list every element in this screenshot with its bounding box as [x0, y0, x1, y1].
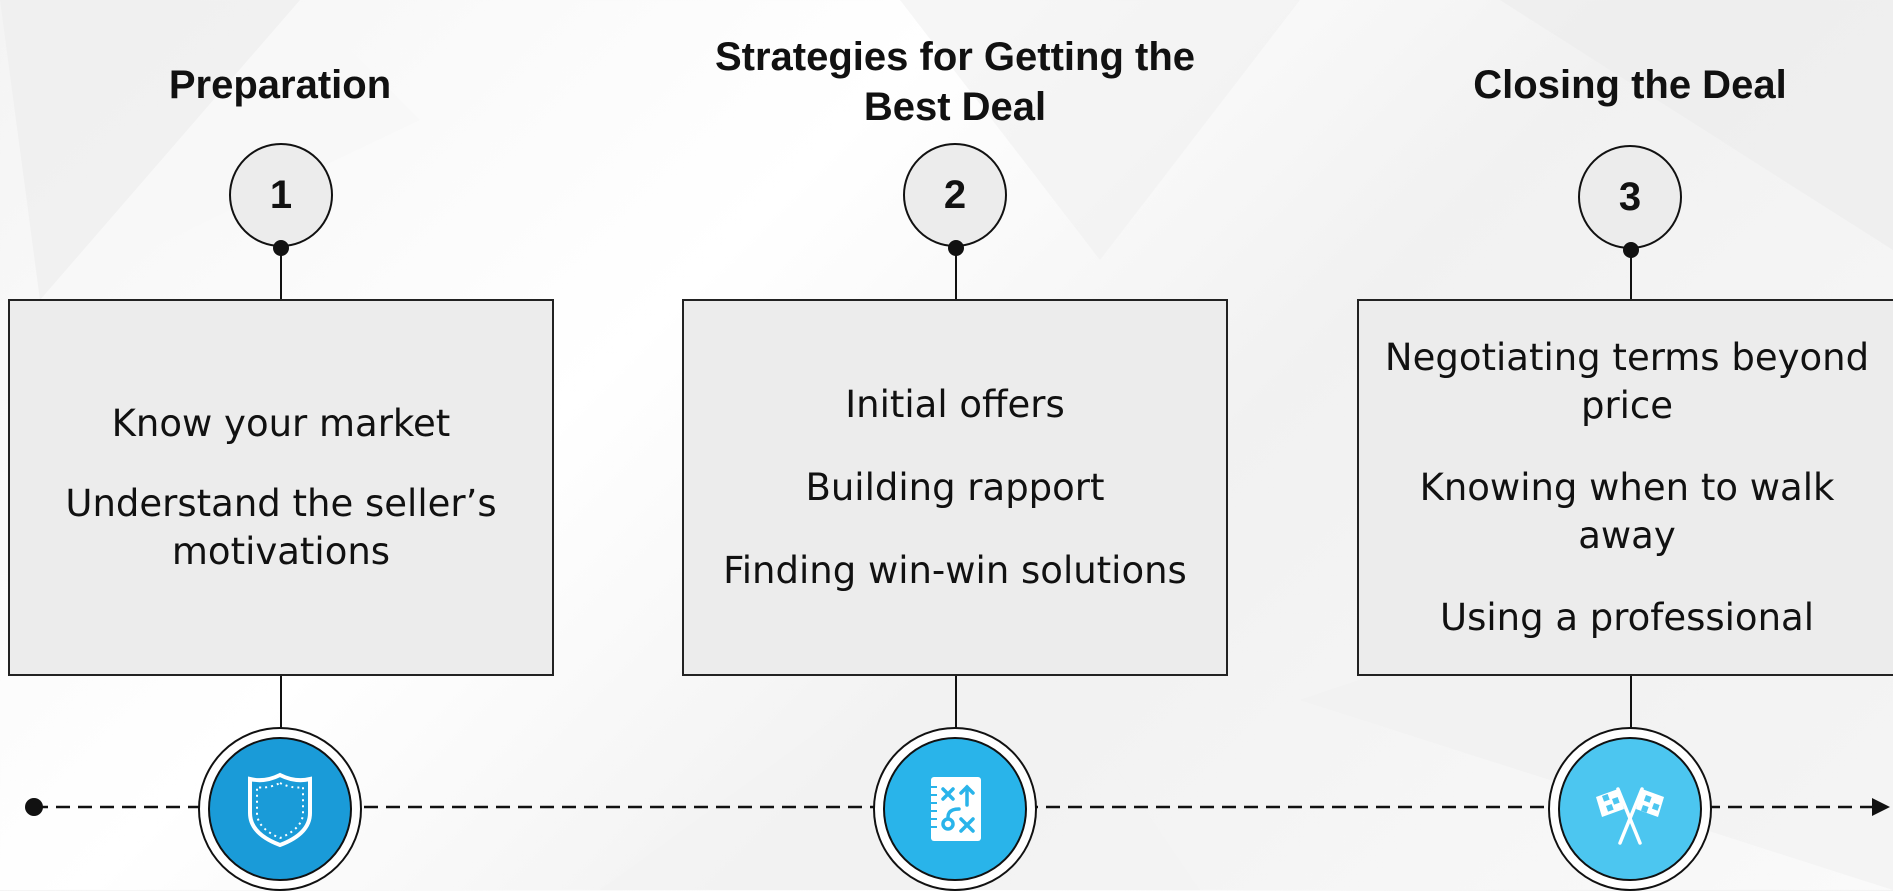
step-1-dot [273, 240, 289, 256]
step-3-dot [1623, 242, 1639, 258]
step-3-connector-top [1630, 248, 1632, 300]
checkered-flags-icon [1596, 787, 1664, 845]
step-2-number: 2 [903, 143, 1007, 247]
step-3-item: Negotiating terms beyond price [1384, 335, 1870, 427]
step-1-card: Know your market Understand the seller’s… [8, 299, 554, 676]
step-3-card: Negotiating terms beyond price Knowing w… [1357, 299, 1893, 676]
step-2-icon-badge [873, 727, 1037, 891]
strategy-board-icon [925, 777, 981, 841]
step-1-item: Know your market [111, 401, 451, 445]
step-2-dot [948, 240, 964, 256]
step-2-item: Building rapport [805, 465, 1105, 509]
step-1-icon-badge [198, 727, 362, 891]
step-2-icon-circle [883, 737, 1027, 881]
step-3-number: 3 [1578, 145, 1682, 249]
step-2-connector-top [955, 248, 957, 300]
step-3-icon-circle [1558, 737, 1702, 881]
step-1-item: Understand the seller’s motivations [65, 481, 497, 573]
step-1-heading: Preparation [168, 63, 392, 107]
step-2-heading: Strategies for Getting the Best Deal [714, 35, 1196, 129]
step-2-item: Finding win-win solutions [723, 548, 1187, 592]
step-3-icon-badge [1548, 727, 1712, 891]
step-1-icon-circle [208, 737, 352, 881]
shield-icon [248, 772, 312, 848]
step-3-connector-bottom [1630, 676, 1632, 728]
step-1-connector-bottom [280, 676, 282, 728]
step-1-number: 1 [229, 143, 333, 247]
step-2-connector-bottom [955, 676, 957, 728]
step-2-item: Initial offers [845, 382, 1065, 426]
step-3-heading: Closing the Deal [1473, 63, 1787, 107]
step-2-card: Initial offers Building rapport Finding … [682, 299, 1228, 676]
step-3-item: Using a professional [1440, 595, 1814, 639]
step-3-item: Knowing when to walk away [1419, 465, 1835, 557]
step-1-connector-top [280, 248, 282, 300]
